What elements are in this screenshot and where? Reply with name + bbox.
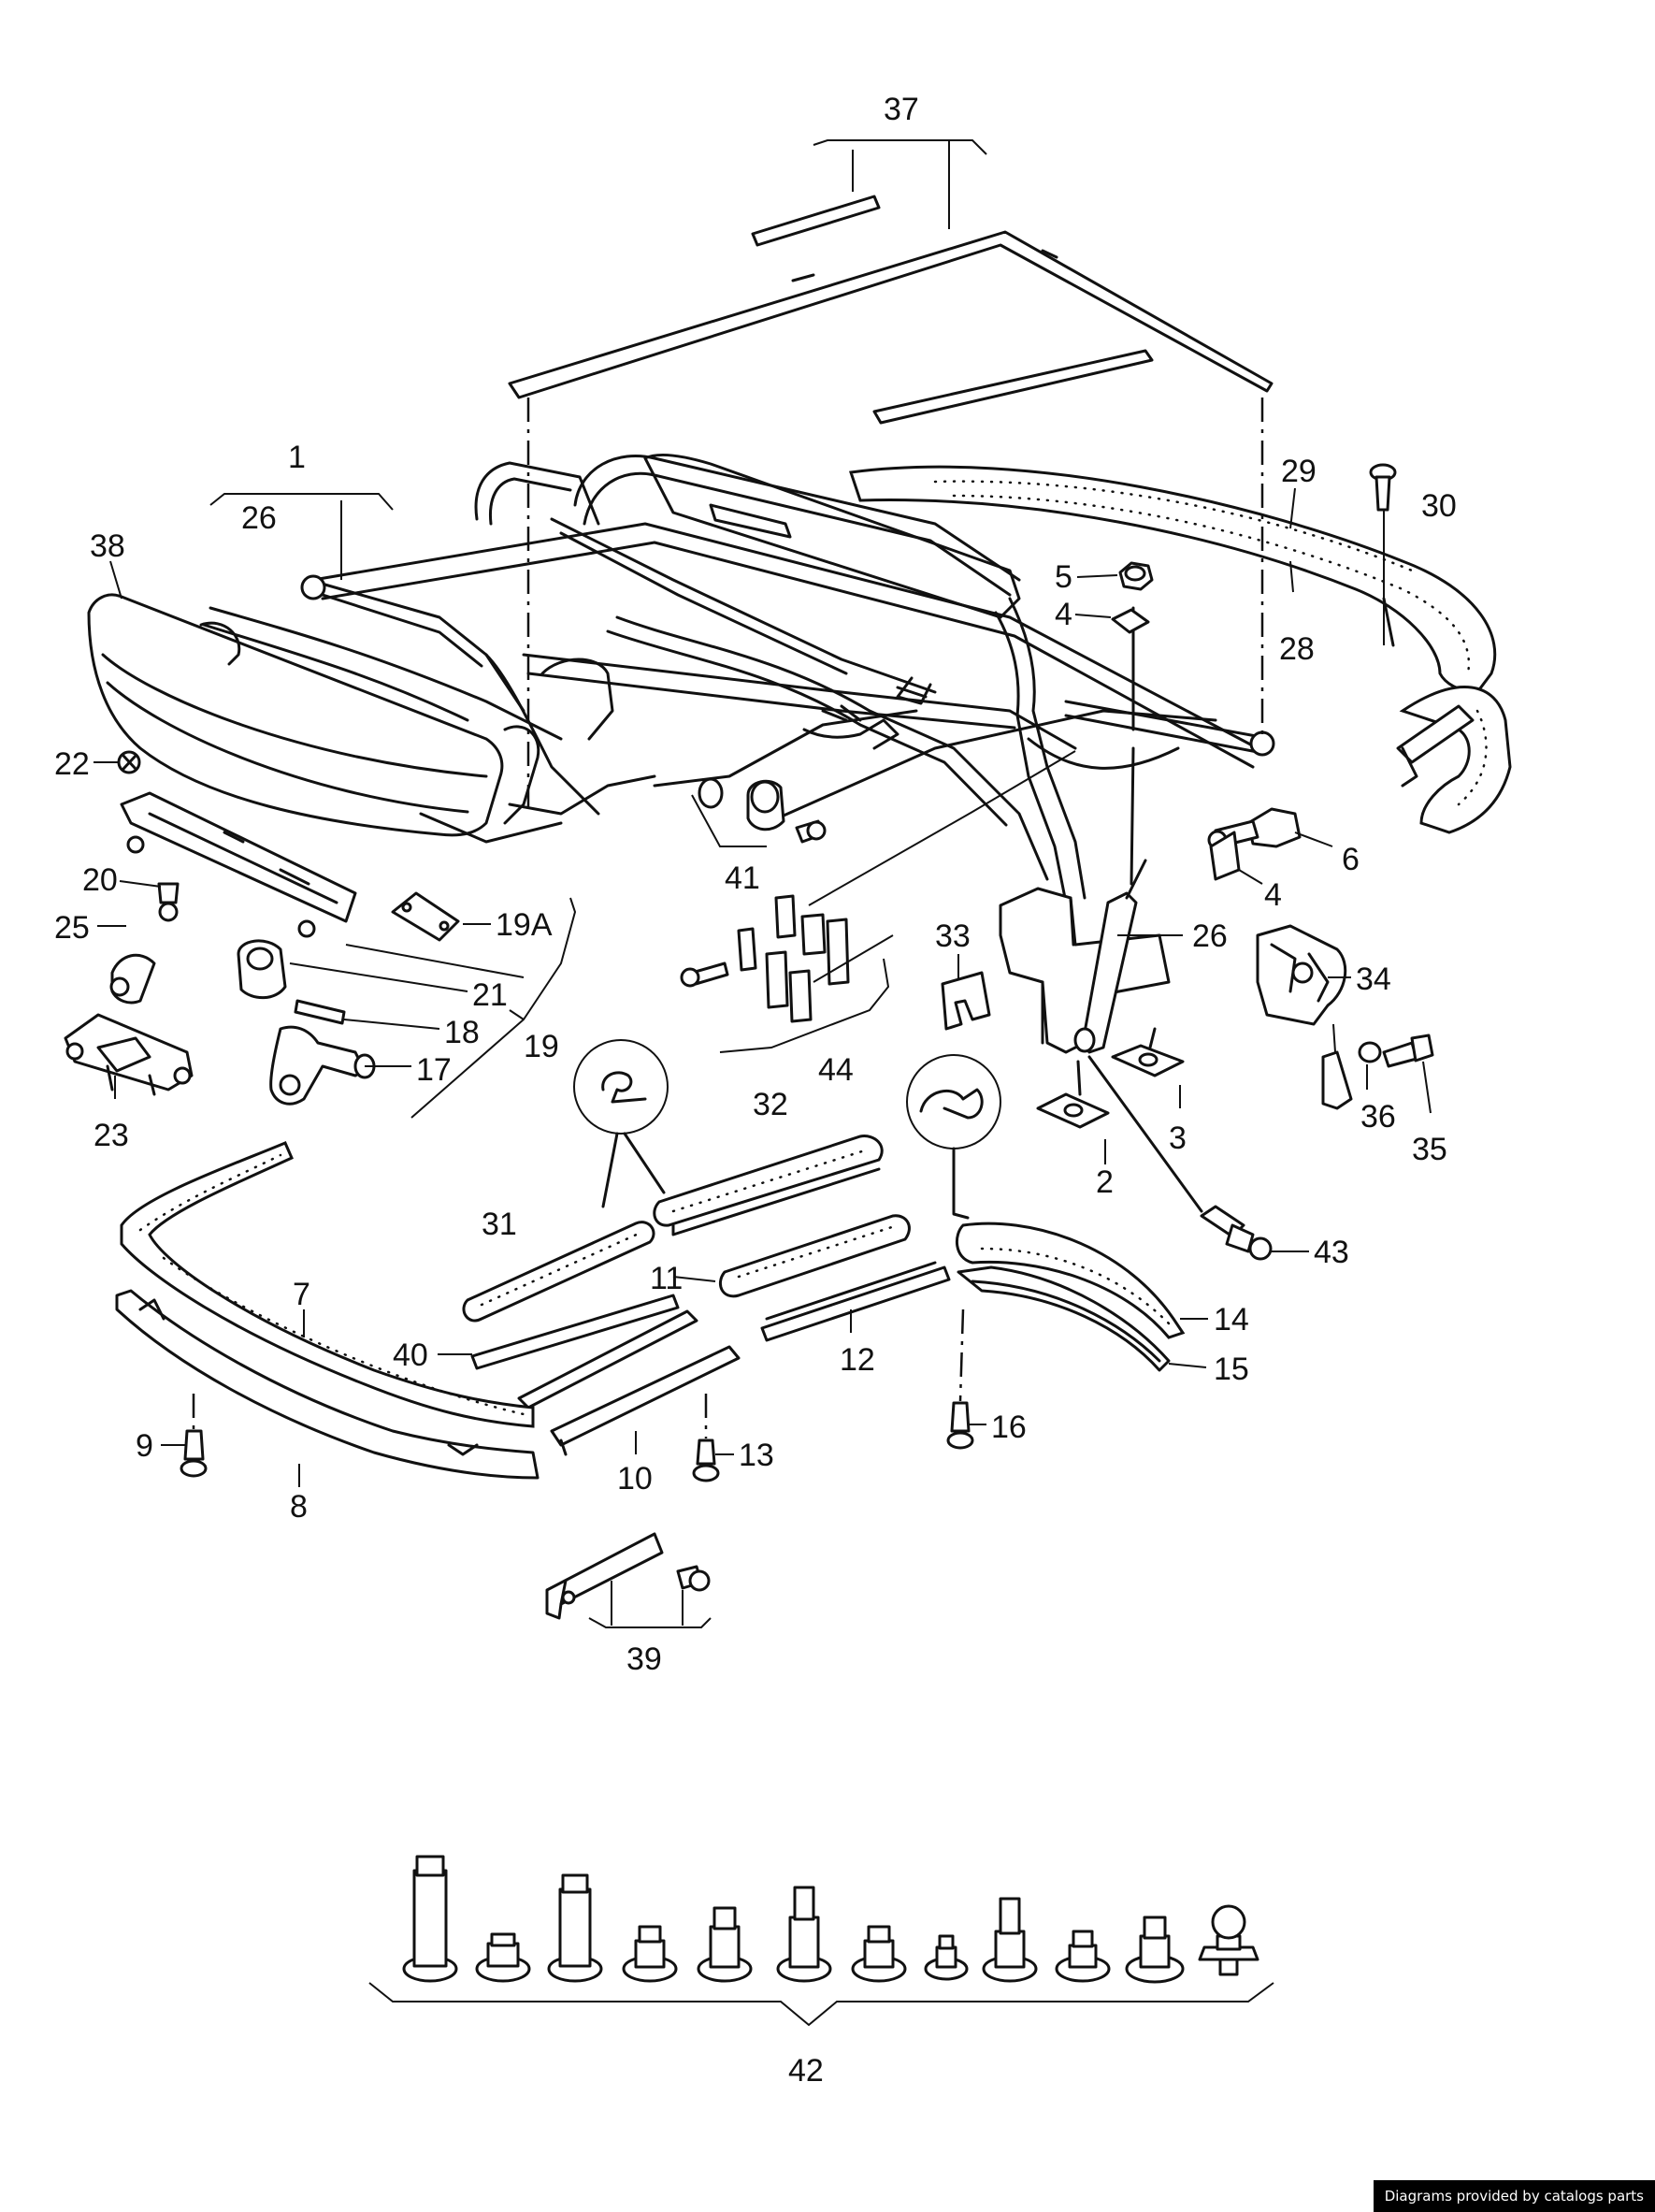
callout-19a: 19A: [496, 907, 553, 943]
callout-31: 31: [482, 1207, 517, 1242]
callout-18: 18: [444, 1015, 480, 1050]
bracket-39: [545, 1532, 711, 1620]
callout-11: 11: [650, 1261, 683, 1296]
seal-detail-circles: [573, 1039, 1001, 1220]
diagram-credit: Diagrams provided by catalogs parts: [1373, 2180, 1655, 2212]
callout-21: 21: [472, 977, 508, 1013]
callout-15: 15: [1214, 1352, 1249, 1387]
roof-trim-strip: [508, 195, 1274, 425]
callout-38: 38: [90, 528, 125, 564]
callout-9: 9: [136, 1428, 153, 1464]
bushing-41: [698, 777, 827, 844]
callout-41: 41: [725, 860, 760, 896]
callout-12: 12: [840, 1342, 875, 1378]
callout-33: 33: [935, 918, 971, 954]
callout-6: 6: [1342, 842, 1360, 877]
front-seal-7: [120, 1141, 535, 1428]
screws: [180, 463, 1397, 1482]
callout-35: 35: [1412, 1132, 1447, 1167]
seal-strip-11: [719, 1214, 911, 1298]
callout-25: 25: [54, 910, 90, 946]
seal-strip-31: [462, 1221, 655, 1323]
callout-8: 8: [290, 1489, 308, 1525]
seal-strip-15: [957, 1265, 1171, 1372]
plate-19a: [391, 891, 460, 942]
callout-26-lower: 26: [1192, 918, 1228, 954]
callout-14: 14: [1214, 1302, 1249, 1337]
callout-36: 36: [1360, 1099, 1396, 1135]
rear-seal-strip: [849, 465, 1512, 834]
callout-39: 39: [626, 1641, 662, 1677]
leader-lines: [94, 139, 1432, 2027]
callout-32: 32: [753, 1087, 788, 1122]
callout-labels: 37 1 26 38 29 30 5 4 28 22 6 20 25 19A 4…: [54, 92, 1457, 2089]
front-bow: [87, 574, 656, 844]
top-frame-assembly: [311, 453, 1275, 904]
callout-3: 3: [1169, 1120, 1187, 1156]
callout-10: 10: [617, 1461, 653, 1496]
trim-strip-10: [517, 1309, 741, 1456]
callout-42: 42: [788, 2053, 824, 2089]
callout-30: 30: [1421, 488, 1457, 524]
seal-strip-14: [955, 1222, 1186, 1339]
front-latch-group: [64, 750, 357, 1096]
nut-washer-bolt: [1111, 561, 1302, 881]
callout-28: 28: [1279, 631, 1315, 667]
latch-bracket-group: [941, 606, 1171, 1054]
callout-44: 44: [818, 1052, 854, 1088]
trim-strip-40: [470, 1294, 680, 1370]
callout-29: 29: [1281, 454, 1317, 489]
trim-strip-12: [760, 1261, 951, 1342]
callout-20: 20: [82, 862, 118, 898]
callout-37: 37: [884, 92, 919, 127]
callout-1: 1: [288, 440, 306, 475]
callout-43: 43: [1314, 1235, 1349, 1270]
front-retainer-8: [115, 1289, 540, 1480]
seal-strip-32: [653, 1135, 884, 1236]
rear-latch-34: [1256, 924, 1434, 1110]
callout-40: 40: [393, 1337, 428, 1373]
callout-17: 17: [416, 1052, 452, 1088]
ball-stud-43: [1087, 1055, 1273, 1261]
callout-23: 23: [94, 1118, 129, 1153]
callout-34: 34: [1356, 961, 1391, 997]
callout-7: 7: [293, 1277, 310, 1312]
callout-13: 13: [739, 1438, 774, 1473]
callout-19: 19: [524, 1029, 559, 1064]
callout-4-top: 4: [1055, 597, 1072, 632]
base-plates: [1036, 1027, 1185, 1129]
callout-26-top: 26: [241, 500, 277, 536]
callout-22: 22: [54, 746, 90, 782]
shim-plates-44: [680, 894, 850, 1023]
ball-stud-series-42: [402, 1855, 1259, 1984]
callout-16: 16: [991, 1410, 1027, 1445]
callout-2: 2: [1096, 1164, 1114, 1200]
callout-5: 5: [1055, 559, 1072, 595]
callout-4-lower: 4: [1264, 877, 1282, 913]
